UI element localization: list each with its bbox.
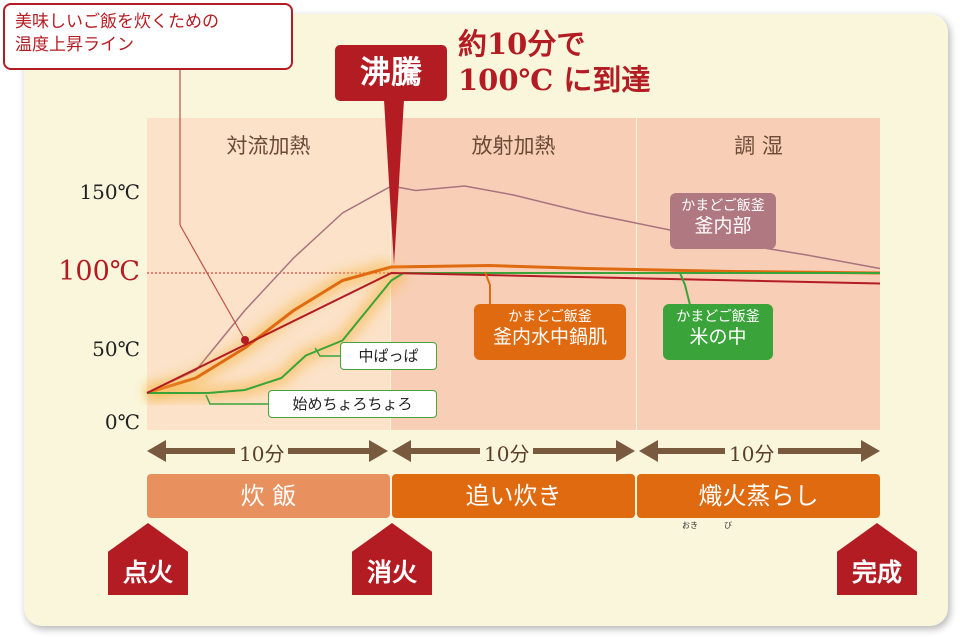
label-chuppappa: 中ぱっぱ: [340, 342, 437, 370]
title-callout-line: 温度上昇ライン: [15, 34, 134, 55]
duration-label: 10分: [235, 438, 289, 467]
boil-pointer: [384, 100, 404, 265]
stage-cooking: 炊 飯: [147, 474, 390, 518]
y-tick-label: 150℃: [79, 180, 140, 204]
label-pot-surface: かまどご飯釜 釜内水中鍋肌: [474, 304, 626, 360]
title-callout-line: 美味しいご飯を炊くための: [15, 12, 219, 32]
label-hajime: 始めちょろちょろ: [268, 390, 437, 418]
green-leader: [679, 272, 691, 306]
series-pot-surface: [146, 264, 881, 395]
furigana: び: [724, 521, 732, 530]
label-line: かまどご飯釜: [508, 309, 592, 325]
label-line: 釜内部: [694, 214, 752, 237]
series-ideal-line: [146, 272, 881, 394]
orange-leader: [484, 271, 491, 305]
green-leader: [205, 394, 268, 405]
boil-note: 約10分で 100℃ に到達: [458, 26, 650, 99]
callout-dot: [241, 336, 249, 344]
callout-leader: [179, 224, 246, 341]
green-leader: [314, 347, 340, 357]
label-line: かまどご飯釜: [681, 198, 765, 214]
label-rice-center: かまどご飯釜 米の中: [663, 304, 773, 360]
boil-note-line: 約10分で: [458, 27, 586, 61]
label-kettle-interior: かまどご飯釜 釜内部: [670, 193, 776, 249]
furigana: おき: [682, 521, 698, 530]
title-callout: 美味しいご飯を炊くための 温度上昇ライン: [3, 3, 293, 70]
phase-label: 調 湿: [734, 134, 783, 158]
y-tick-label: 50℃: [92, 337, 140, 361]
boil-note-line: 100℃ に到達: [458, 63, 651, 98]
label-line: かまどご飯釜: [676, 309, 760, 325]
label-line: 釜内水中鍋肌: [492, 325, 607, 348]
phase-label: 放射加熱: [471, 134, 556, 158]
y-tick-label: 0℃: [104, 410, 140, 434]
duration-label: 10分: [725, 438, 779, 467]
label-line: 米の中: [689, 325, 747, 348]
duration-label: 10分: [480, 438, 534, 467]
stage-steaming: 熾火蒸らし: [637, 474, 880, 518]
boil-label: 沸騰: [335, 45, 447, 101]
series-rice-center: [147, 272, 880, 394]
stage-reheating: 追い炊き: [392, 474, 635, 518]
phase-label: 対流加熱: [226, 134, 311, 158]
y-tick-label: 100℃: [58, 256, 140, 287]
